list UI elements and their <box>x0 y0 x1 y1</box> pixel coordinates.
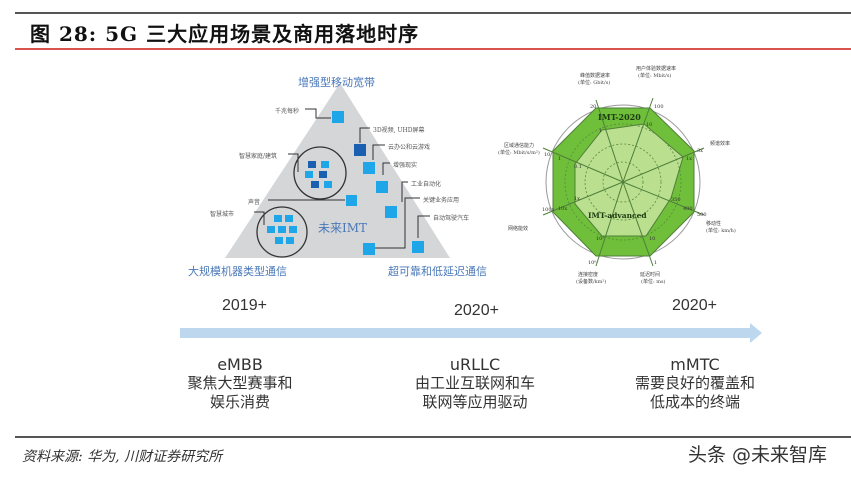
corner-label-mmtc: 大规模机器类型通信 <box>188 265 287 278</box>
svg-text:1: 1 <box>558 156 561 162</box>
axis-label: 峰值数据速率 <box>580 72 610 79</box>
imt-capability-radar: IMT-2020 IMT-advanced 20 1 100 10 3x 1x … <box>478 60 738 292</box>
top-rule <box>15 12 851 14</box>
callout-label: 自动驾驶汽车 <box>433 215 470 222</box>
axis-label: 移动性 <box>706 220 721 227</box>
scenario-desc-line2: 低成本的终端 <box>649 393 740 411</box>
callout-label: 智慧城市 <box>210 211 235 218</box>
watermark: 头条 @未来智库 <box>687 444 827 466</box>
axis-unit: (单位: ms) <box>641 278 666 285</box>
callout-label: 云办公和云游戏 <box>388 144 431 151</box>
scenario-code: uRLLC <box>449 355 501 374</box>
scenario-embb: eMBB 聚焦大型赛事和 娱乐消费 <box>170 355 310 412</box>
callout-label: 智慧家庭/建筑 <box>239 153 278 160</box>
callout-label: 关键业务应用 <box>423 197 460 204</box>
axis-unit: (单位: Mbit/s/m²) <box>498 149 540 156</box>
svg-text:100x: 100x <box>542 207 555 213</box>
svg-text:3x: 3x <box>697 148 703 154</box>
axis-label: 连接密度 <box>578 271 598 278</box>
svg-text:350: 350 <box>671 197 681 203</box>
figure-title: 图 28: 5G 三大应用场景及商用落地时序 <box>30 22 420 46</box>
timeline-year-mmtc: 2020+ <box>672 297 717 314</box>
svg-text:1x: 1x <box>686 156 692 162</box>
svg-text:1: 1 <box>599 128 602 134</box>
callout-label: 千兆每秒 <box>275 108 300 115</box>
svg-text:1x: 1x <box>574 196 580 202</box>
timeline-year-embb: 2019+ <box>222 297 267 314</box>
title-rule <box>15 48 851 50</box>
corner-label-urllc: 超可靠和低延迟通信 <box>388 265 487 278</box>
scenario-code: eMBB <box>217 355 263 374</box>
scenario-urllc: uRLLC 由工业互联网和车 联网等应用驱动 <box>400 355 550 412</box>
axis-label: 区域通信能力 <box>504 142 534 149</box>
scenario-desc-line1: 需要良好的覆盖和 <box>634 374 755 392</box>
svg-text:1: 1 <box>654 260 657 266</box>
callout-label: 声音 <box>248 199 261 206</box>
axis-unit: (设备数/km²) <box>576 278 606 285</box>
triangle-graphic <box>225 83 450 258</box>
svg-text:0.1: 0.1 <box>574 164 582 170</box>
usage-scenarios-triangle: 增强型移动宽带 大规模机器类型通信 超可靠和低延迟通信 未来IMT 千兆每秒 3… <box>180 65 500 285</box>
axis-unit: (单位: km/h) <box>706 227 736 234</box>
timeline-arrow-head <box>750 323 762 343</box>
axis-label: 网络能效 <box>508 225 528 232</box>
axis-unit: (单位: Gbit/s) <box>578 79 610 86</box>
radar-graphic: IMT-2020 IMT-advanced 20 1 100 10 3x 1x … <box>498 65 736 285</box>
axis-label: 频谱效率 <box>710 140 730 147</box>
callout-label: 3D视频, UHD屏幕 <box>373 127 425 134</box>
scenario-desc-line1: 由工业互联网和车 <box>414 374 535 392</box>
axis-label: 延迟时间 <box>640 271 660 278</box>
bottom-rule <box>15 436 851 438</box>
scenario-code: mMTC <box>670 355 720 374</box>
timeline-year-urllc: 2020+ <box>454 302 499 319</box>
callout-label: 增强现实 <box>393 162 418 169</box>
svg-text:10: 10 <box>646 122 652 128</box>
scenario-desc-line1: 聚焦大型赛事和 <box>187 374 293 392</box>
series-label-imt-advanced: IMT-advanced <box>588 211 647 220</box>
svg-text:100: 100 <box>654 104 664 110</box>
callout-label: 工业自动化 <box>411 181 442 188</box>
svg-text:10: 10 <box>544 152 550 158</box>
scenario-desc-line2: 联网等应用驱动 <box>422 393 528 411</box>
scenario-desc-line2: 娱乐消费 <box>209 393 270 411</box>
axis-label: 用户体验数据速率 <box>636 65 676 72</box>
source-note: 资料来源: 华为, 川财证券研究所 <box>22 449 223 465</box>
scenario-mmtc: mMTC 需要良好的覆盖和 低成本的终端 <box>620 355 770 412</box>
svg-text:10⁶: 10⁶ <box>588 260 596 266</box>
corner-label-embb: 增强型移动宽带 <box>298 76 375 89</box>
svg-text:500: 500 <box>697 212 707 218</box>
svg-text:10: 10 <box>649 236 655 242</box>
axis-unit: (单位: Mbit/s) <box>638 72 671 79</box>
svg-text:20: 20 <box>590 104 596 110</box>
series-label-imt2020: IMT-2020 <box>598 112 641 122</box>
svg-text:10x: 10x <box>558 206 567 212</box>
svg-text:10⁵: 10⁵ <box>596 236 604 242</box>
svg-text:400: 400 <box>683 206 693 212</box>
timeline-arrow <box>180 328 750 338</box>
center-label-future-imt: 未来IMT <box>318 221 368 235</box>
